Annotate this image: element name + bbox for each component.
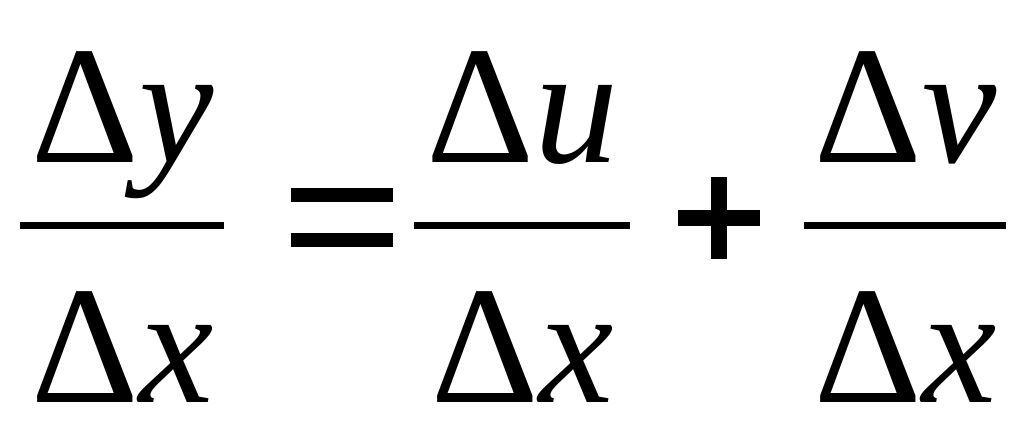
delta-symbol: Δ — [425, 13, 535, 199]
lhs-fraction: Δy Δx — [20, 0, 224, 431]
variable-u: u — [534, 13, 619, 199]
delta-symbol: Δ — [30, 13, 139, 199]
lhs-denominator: Δx — [20, 262, 224, 430]
delta-symbol: Δ — [813, 13, 922, 199]
term1-fraction: Δu Δx — [414, 0, 630, 431]
equals-sign-bottom-bar — [291, 233, 393, 247]
term2-denominator: Δx — [804, 262, 1006, 430]
fraction-bar — [804, 222, 1006, 229]
term2-fraction: Δv Δx — [804, 0, 1006, 431]
fraction-bar — [414, 222, 630, 229]
variable-x: x — [138, 253, 214, 439]
variable-y: y — [138, 13, 214, 199]
variable-x: x — [921, 253, 997, 439]
term1-denominator: Δx — [414, 262, 630, 430]
fraction-bar — [20, 222, 224, 229]
lhs-numerator: Δy — [20, 22, 224, 190]
delta-symbol: Δ — [430, 253, 539, 439]
delta-symbol: Δ — [30, 253, 139, 439]
term1-numerator: Δu — [414, 22, 630, 190]
equals-sign-top-bar — [291, 188, 393, 202]
variable-v: v — [921, 13, 997, 199]
plus-sign-vertical — [711, 177, 727, 259]
term2-numerator: Δv — [804, 22, 1006, 190]
delta-symbol: Δ — [813, 253, 922, 439]
variable-x: x — [538, 253, 614, 439]
